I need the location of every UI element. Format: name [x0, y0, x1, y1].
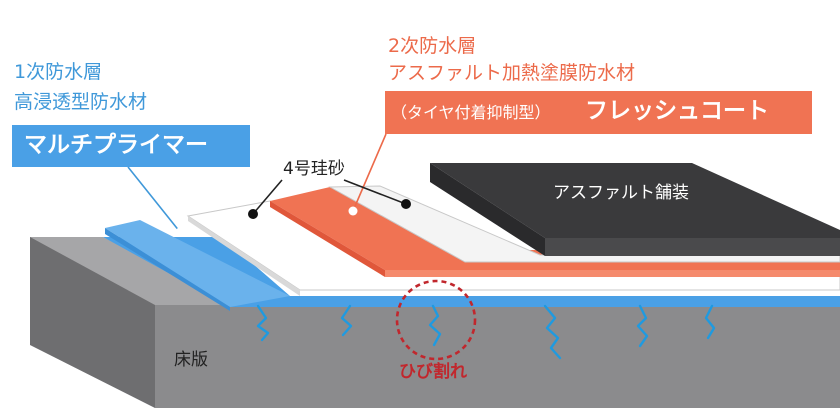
coating-layer-label: 2次防水層 — [388, 35, 477, 57]
coating-layer-top — [270, 187, 840, 270]
crack-line — [704, 304, 716, 340]
coating-layer-front — [385, 270, 840, 277]
silica-sand-leader-line — [343, 179, 407, 205]
asphalt-pavement-front — [545, 238, 840, 256]
coating-material-label: アスファルト加熱塗膜防水材 — [388, 62, 636, 84]
crack-highlight-circle — [395, 279, 477, 361]
silica-sand-upper — [328, 185, 840, 263]
silica-sand-leader-line — [252, 179, 283, 215]
primer-product-badge: マルチプライマー — [12, 125, 250, 167]
primer-product-name: マルチプライマー — [24, 132, 208, 158]
silica-sand-leader-dot — [248, 209, 258, 219]
silica-sand-layer-edge — [188, 216, 300, 296]
crack-line — [543, 304, 562, 360]
silica-sand-leader-dot — [401, 199, 411, 209]
coating-leader-line — [352, 133, 387, 212]
floor-slab-label: 床版 — [174, 350, 208, 370]
primer-layer-label: 1次防水層 — [14, 61, 103, 83]
coating-product-name: フレッシュコート — [585, 98, 769, 124]
crack-line — [340, 304, 353, 337]
primer-leader-line — [127, 166, 181, 233]
asphalt-pavement-top — [430, 163, 840, 238]
primer-layer-top — [105, 220, 290, 307]
floor-slab-side — [30, 237, 155, 408]
coating-layer-edge — [270, 201, 385, 277]
floor-slab-front — [155, 305, 840, 408]
crack-line — [636, 304, 649, 348]
primer-material-label: 高浸透型防水材 — [14, 91, 148, 113]
asphalt-pavement-label: アスファルト舗装 — [553, 183, 689, 203]
primer-leader-dot — [175, 227, 185, 237]
asphalt-pavement-side — [430, 163, 545, 256]
coating-type-note: （タイヤ付着抑制型） — [391, 103, 551, 122]
primer-layer-edge — [105, 228, 230, 311]
coating-product-badge: （タイヤ付着抑制型） フレッシュコート — [385, 91, 812, 134]
crack-label: ひび割れ — [399, 362, 467, 382]
crack-line — [428, 304, 442, 347]
silica-sand-label: 4号珪砂 — [283, 159, 345, 179]
coating-leader-dot — [348, 206, 358, 216]
crack-line — [256, 304, 270, 342]
